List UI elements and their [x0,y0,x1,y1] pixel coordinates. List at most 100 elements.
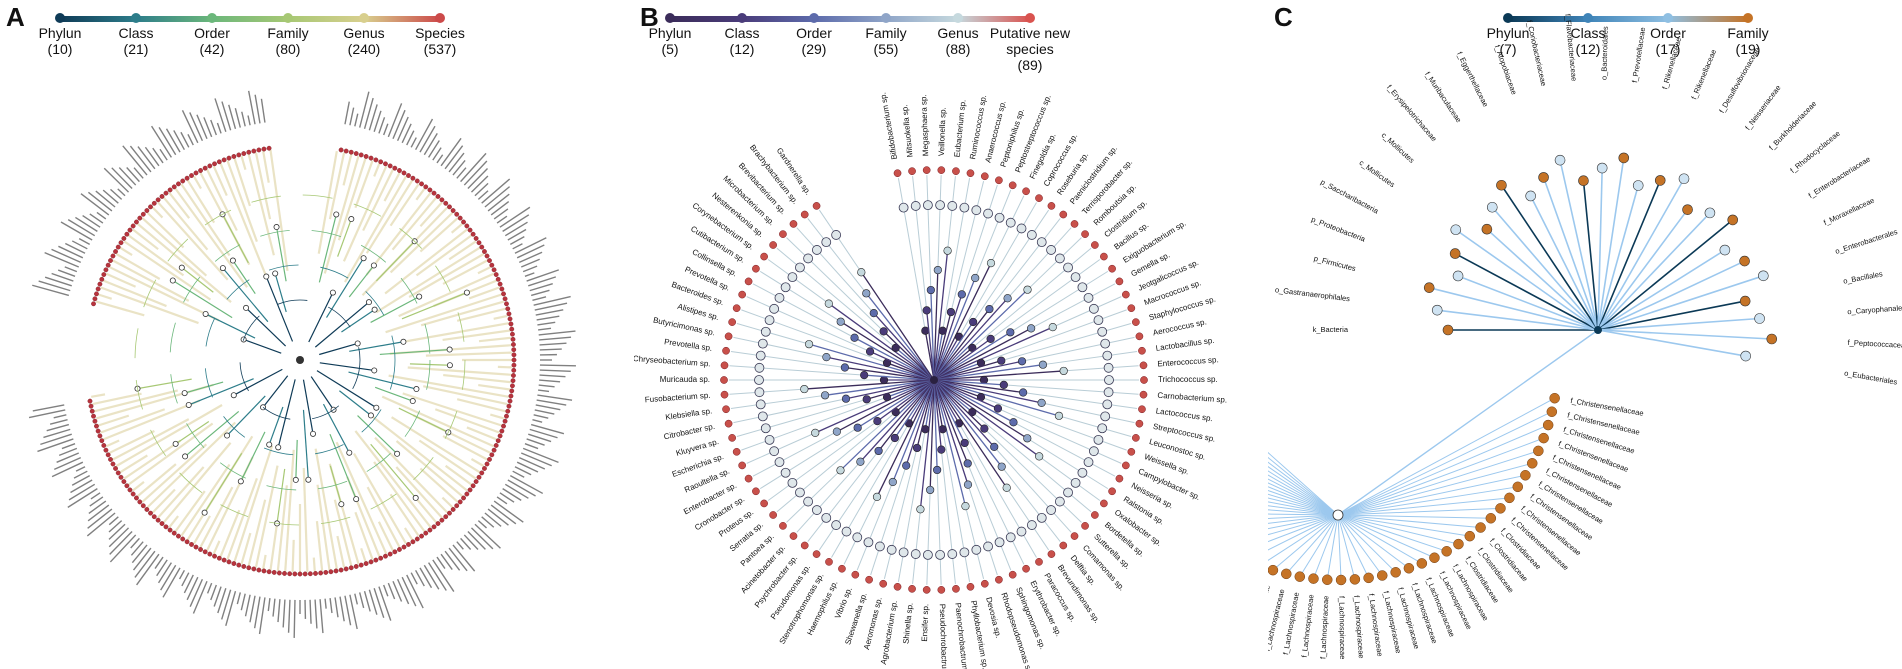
species-label [247,90,256,125]
node [243,304,250,311]
species-node [92,418,98,424]
leaf-branch [1023,392,1138,410]
species-label [129,145,152,173]
taxon-label: f_Eggerthellaceae [1455,50,1490,108]
genus-node [1054,253,1065,264]
taxon-label: c_Mollicutes [1358,158,1397,189]
legend-rank-label: Order [1650,25,1686,41]
species-label [253,596,261,629]
phylogenetic-tree: k_Bacteriao_Gastranaerophilalesp_Firmicu… [1268,13,1902,659]
leaf-branch [92,392,142,406]
species-node [97,433,103,439]
genus-node [764,434,775,445]
branch [1337,474,1526,516]
internal-branch [933,250,949,381]
leaf-branch [442,435,488,461]
node [1048,323,1057,332]
species-node [1100,499,1108,508]
genus-node [780,467,791,478]
branch [1337,462,1533,516]
species-node [207,163,213,169]
species-label [535,404,561,411]
genus-node [922,549,933,560]
species-node [732,447,741,456]
species-node [124,231,130,237]
branch [1597,249,1726,331]
leaf-branch [180,183,231,257]
taxon-label: Vibrio sp. [833,586,854,620]
species-node [812,550,821,558]
legend-item: Phylun(5) [615,10,725,57]
species-node [502,418,508,424]
phylogenetic-tree [28,90,576,638]
legend-item: Order(42) [157,10,267,57]
phylogenetic-tree: Bifidobacterium sp.Mitsuokella sp.Megasp… [634,92,1227,669]
species-node [189,542,194,547]
species-label [539,374,566,378]
legend-count-label: (42) [199,41,225,57]
species-node [97,281,103,287]
species-node [510,378,516,384]
legend-rank-label: Order [796,25,832,41]
species-label [530,289,550,297]
species-node [769,241,777,249]
species-node [487,258,492,263]
leaf-branch [912,509,921,584]
leaf-branch [136,463,177,498]
leaf-branch [186,179,216,224]
species-node [450,507,456,512]
species-node [760,252,768,261]
species-node [789,532,798,540]
species-node [893,582,902,591]
species-node [91,413,96,419]
node [1003,294,1012,303]
species-label [534,302,568,311]
species-label [183,574,194,594]
species-node [1135,419,1144,428]
species-label [410,572,418,585]
node [370,262,377,269]
species-node [908,167,916,176]
family-node [1475,522,1486,533]
species-node [482,466,487,471]
node [1027,324,1036,333]
legend-gradient-bar [1508,16,1748,22]
species-label [522,265,538,273]
internal-branch [137,378,192,390]
taxon-label: o_Gastranaerophilales [1274,285,1350,303]
node [836,317,845,326]
node [986,334,995,343]
node [1766,333,1778,345]
species-node [431,524,437,530]
species-label [499,206,531,228]
species-node [1132,434,1140,442]
species-node [491,267,497,273]
node [857,268,866,277]
family-node [1495,503,1506,514]
node [822,353,831,362]
node [181,390,188,397]
taxon-label: Aerococcus sp. [1152,317,1207,337]
species-label [186,576,199,601]
leaf-branch [317,151,338,254]
leaf-branch [353,452,407,545]
species-node [333,568,339,574]
leaf-branch [105,272,137,288]
species-node [140,503,146,509]
genus-node [898,547,909,558]
genus-node [1103,362,1114,373]
species-node [937,166,946,174]
species-label [260,98,266,123]
species-node [484,253,490,259]
species-label [514,466,532,476]
internal-branch [370,443,417,499]
genus-node [1026,230,1037,240]
species-label [496,496,508,505]
node [1704,207,1716,219]
legend-item: Class(12) [1533,10,1643,57]
leaf-branch [141,443,208,503]
species-node [212,161,217,167]
species-node [489,262,495,268]
internal-branch [933,379,999,410]
node [856,457,865,466]
